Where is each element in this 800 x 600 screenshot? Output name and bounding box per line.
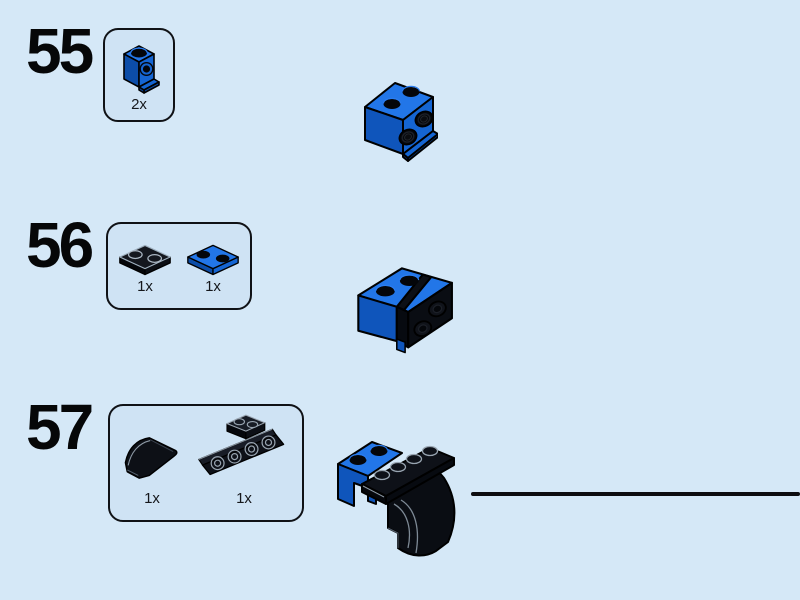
part-item: 1x: [119, 420, 185, 506]
blue-headlight-brick-1x1-icon: [115, 38, 163, 96]
part-quantity: 1x: [137, 278, 153, 295]
divider-line: [471, 492, 800, 496]
step-56-number: 56: [26, 209, 94, 281]
blue-plate-1x2-icon: [183, 238, 243, 278]
part-item: 1x: [115, 238, 175, 294]
black-bracket-1x2-1x4-icon: [195, 414, 293, 490]
step-57-assembly-figure: [332, 420, 468, 571]
step-57-parts-callout: 1x: [108, 404, 304, 522]
black-plate-1x2-icon: [115, 238, 175, 278]
step-56-parts-callout: 1x 1x: [106, 222, 252, 310]
part-item: 1x: [195, 414, 293, 507]
step-55-assembly-figure: [358, 74, 439, 173]
part-quantity: 1x: [236, 490, 252, 507]
black-curved-slope-2x2-icon: [119, 420, 185, 490]
step-55-number: 55: [26, 15, 94, 87]
part-quantity: 1x: [144, 490, 160, 507]
part-item: 1x: [183, 238, 243, 294]
part-quantity: 2x: [131, 96, 147, 113]
part-quantity: 1x: [205, 278, 221, 295]
step-57-number: 57: [26, 391, 94, 463]
step-56-assembly-figure: [350, 260, 454, 369]
part-item: 2x: [115, 38, 163, 112]
step-55-parts-callout: 2x: [103, 28, 175, 122]
